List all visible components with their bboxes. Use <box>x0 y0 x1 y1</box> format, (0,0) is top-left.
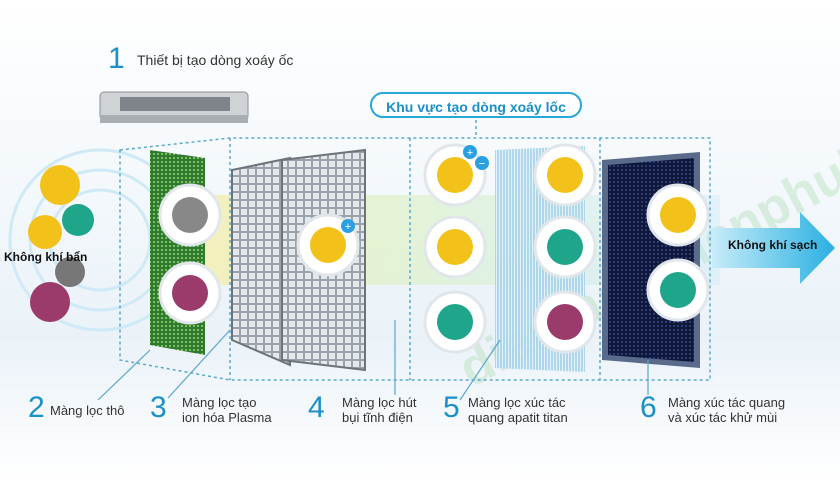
plasma-ion-filter <box>231 156 291 367</box>
svg-text:+: + <box>345 221 351 233</box>
svg-text:+: + <box>467 147 473 159</box>
clean-air-label: Không khí sạch <box>728 238 818 252</box>
particle-bubbles <box>158 143 710 354</box>
dirty-particles <box>28 165 94 322</box>
swirl-generator-device <box>99 91 249 123</box>
step-4-number: 4 <box>308 391 325 424</box>
step-2-label: Màng lọc thô <box>50 403 125 418</box>
step-5-label-line1: Màng lọc xúc tác <box>468 395 566 410</box>
label-pointers <box>97 320 649 401</box>
ion-badges: + + − <box>341 145 489 233</box>
coarse-filter <box>150 150 205 355</box>
step-4-label-line1: Màng lọc hút <box>342 395 417 410</box>
dirty-air-label: Không khí bẩn <box>4 250 88 264</box>
step-3-number: 3 <box>150 391 167 424</box>
step-3-label-line2: ion hóa Plasma <box>182 410 272 425</box>
step-6-label-line1: Màng xúc tác quang <box>668 395 786 410</box>
step-6-number: 6 <box>640 391 657 424</box>
swirl-zone-label: Khu vực tạo dòng xoáy lốc <box>370 92 582 118</box>
step-4-label-line2: bụi tĩnh điện <box>342 410 413 425</box>
svg-text:−: − <box>479 158 485 170</box>
housing-outline <box>119 137 711 381</box>
step-5-number: 5 <box>443 391 460 424</box>
step-2-number: 2 <box>28 391 45 424</box>
step-1-number: 1 <box>108 42 125 75</box>
step-1-label: Thiết bị tạo dòng xoáy ốc <box>137 52 294 68</box>
bubble-particles <box>172 157 696 340</box>
step-3-label-line1: Màng lọc tạo <box>182 395 257 410</box>
step-6-label-line2: và xúc tác khử mùi <box>668 410 778 425</box>
step-5-label-line2: quang apatit titan <box>468 410 568 425</box>
clean-air-arrow <box>712 212 835 284</box>
